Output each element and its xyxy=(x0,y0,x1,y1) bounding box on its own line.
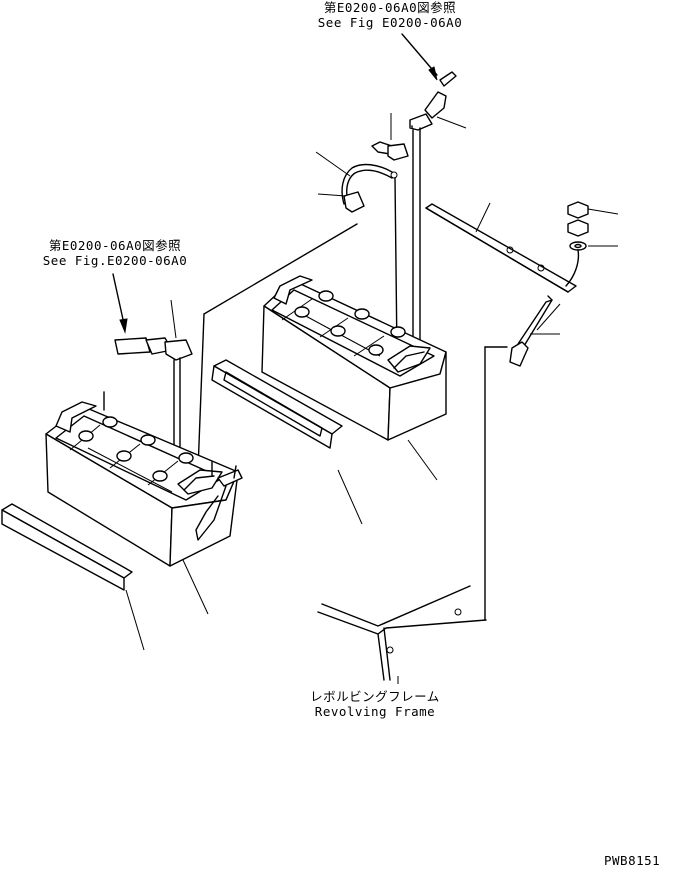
j-bolt-guide-line xyxy=(484,346,508,621)
nut-lower xyxy=(567,219,589,237)
revolving-frame-label: レボルビングフレーム Revolving Frame xyxy=(300,689,450,719)
reference-arrow-left xyxy=(112,273,128,334)
revolving-frame-label-ja: レボルビングフレーム xyxy=(310,689,440,704)
battery-link-cable xyxy=(197,151,398,471)
reference-label-left-ja: 第E0200-06A0図参照 xyxy=(48,238,182,253)
hold-down-bar xyxy=(425,202,577,293)
nut-upper xyxy=(567,201,619,219)
terminal-bolt xyxy=(371,113,409,161)
left-plug xyxy=(114,299,193,471)
j-bolt xyxy=(509,295,561,367)
reference-label-left: 第E0200-06A0図参照 See Fig.E0200-06A0 xyxy=(25,238,205,268)
battery-pad-left xyxy=(1,503,133,591)
revolving-frame-label-en: Revolving Frame xyxy=(314,704,436,719)
cable-terminal-upper xyxy=(409,71,467,351)
leader-lines xyxy=(125,439,438,651)
washer xyxy=(565,241,618,287)
battery-pad-right xyxy=(211,359,343,449)
drawing-code: PWB8151 xyxy=(604,853,661,868)
revolving-frame xyxy=(317,585,487,684)
reference-label-top-en: See Fig E0200-06A0 xyxy=(317,15,463,30)
reference-label-top-ja: 第E0200-06A0図参照 xyxy=(323,0,457,15)
reference-label-left-en: See Fig.E0200-06A0 xyxy=(42,253,188,268)
reference-label-top: 第E0200-06A0図参照 See Fig E0200-06A0 xyxy=(300,0,480,30)
battery-left xyxy=(45,391,243,567)
battery-right xyxy=(261,275,447,441)
reference-arrow-top xyxy=(401,33,438,81)
